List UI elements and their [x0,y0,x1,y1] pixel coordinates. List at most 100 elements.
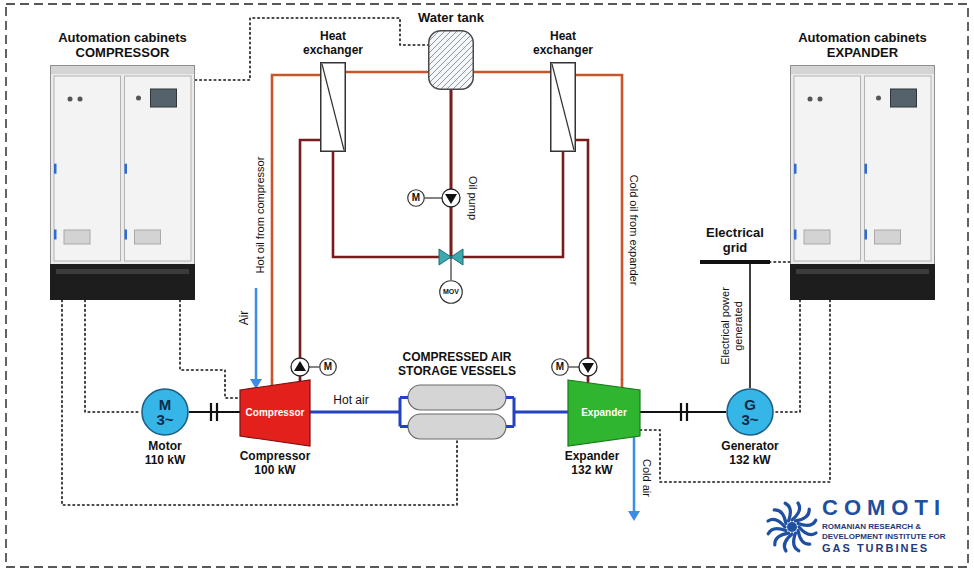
water-tank-part [429,31,474,90]
node-heading: Automation cabinets EXPANDER [785,31,940,61]
automation-cabinet-part [135,230,161,244]
expander-oil-pump-symbol-part [579,358,597,376]
label-holder: Oil pump [467,176,480,220]
node-heading: Automation cabinets COMPRESSOR [45,31,200,61]
expander-oil-pump-symbol-part [569,366,579,367]
logo-icon-part [792,503,800,520]
text-holder: M [407,189,425,207]
logo-wordmark: COMOTI [822,495,946,520]
label-holder: Hot oil from compressor [254,157,267,274]
compressor-oil-pump-symbol-part [291,358,309,376]
node-heading: Compressor 100 kW [234,450,316,478]
node-label: M [324,361,332,373]
electric-motor-part [142,389,188,435]
hot-oil-pipe [474,71,550,74]
compressor-oil-pump-symbol-part [294,361,306,371]
automation-cabinet-part [64,230,90,244]
heat-exchanger-outline [320,62,346,152]
expander-oil-pump-symbol-part [582,363,594,373]
expander-oil-pump-symbol [569,358,597,376]
grid-busbar-outline [700,260,770,264]
label-holder: Cold oil from expander [628,175,641,286]
automation-cabinet-part [78,97,83,102]
control-line [774,300,800,412]
air-pipe [522,411,568,414]
automation-cabinet-part [125,230,128,240]
logo-icon-part [787,522,797,532]
air-inlet-arrow [250,288,262,389]
automation-cabinet-part [865,230,868,240]
grid-busbar: Electrical grid [700,260,770,264]
automation-cabinet-part [865,164,868,174]
heat-exchanger-outline [550,62,576,152]
water-tank-outline [428,30,474,90]
generator: G 3~Generator 132 kW [726,388,774,436]
automation-cabinet: Automation cabinets EXPANDER [790,65,935,300]
pump-motor-part [408,190,425,207]
valve-actuator-part [440,281,463,304]
control-line [180,300,240,398]
text-holder: M [551,358,569,376]
power-line [749,264,751,388]
oil-return-pipe [300,140,320,380]
automation-cabinet-part [791,66,935,300]
motor-operated-valve-symbol-part [450,257,451,280]
logo-subtitle: DEVELOPMENT INSTITUTE FOR [822,532,946,541]
logo-icon-part [780,502,795,521]
logo-subtitle: ROMANIAN RESEARCH & [822,522,921,531]
compressor-part [240,380,310,446]
node-heading: COMPRESSED AIR STORAGE VESSELS [387,351,527,379]
automation-cabinet-part [125,76,192,261]
cold-air-outlet-arrow [628,434,640,521]
flow-label: Cold oil from expander [628,175,641,286]
automation-cabinet-part [54,230,57,240]
shaft-coupling-part [211,403,217,421]
label-holder: Air [238,311,252,326]
storage-vessels-outline [392,383,522,441]
oil-return-pipe [451,90,563,257]
pump-motor: M [407,189,425,207]
node-label: M [412,192,420,204]
heat-exchanger-part [551,63,576,152]
control-line [62,300,457,505]
cold-air-outlet-arrow-part [628,511,640,521]
storage-vessels: COMPRESSED AIR STORAGE VESSELS [392,383,522,441]
text-holder: Electrical grid [695,226,775,256]
node-label: M [556,361,564,373]
automation-cabinet-part [68,97,73,102]
hot-oil-pipe [272,75,320,380]
automation-cabinet-part [56,269,189,274]
text-holder: Automation cabinets EXPANDER [785,31,940,61]
node-label: Compressor [246,407,305,419]
heat-exchanger: Heat exchanger [550,62,576,152]
automation-cabinet-part [136,96,141,101]
control-line [770,261,790,263]
flow-label: Cold air [641,459,654,497]
automation-cabinet-part [50,264,195,300]
pump-motor-part [552,359,569,376]
automation-cabinet-part [865,76,932,261]
logo-icon-part [784,534,792,551]
logo-icon-part [799,527,816,535]
compressor: CompressorCompressor 100 kW [240,380,310,446]
node-heading: Heat exchanger [527,30,599,58]
automation-cabinet-part [794,230,797,240]
text-holder: Heat exchanger [527,30,599,58]
node-heading: Generator 132 kW [714,440,786,468]
automation-cabinet-part [151,89,177,107]
oil-pump-symbol-part [442,189,460,207]
flow-label: Hot oil from compressor [254,157,267,274]
text-holder: Generator 132 kW [714,440,786,468]
text-holder: Motor 110 kW [140,440,190,468]
automation-cabinet-part [891,89,917,107]
label-holder: COMOTI [822,495,946,520]
text-holder: M 3~ [141,388,189,436]
frame-border [6,4,968,567]
text-holder: Compressor [240,380,310,446]
grid-busbar-part [700,260,770,264]
part-label: Oil pump [467,176,480,220]
motor-operated-valve-symbol-part [439,249,463,265]
shaft-line [640,411,726,413]
node-label: MOV [443,288,459,296]
control-line [195,18,428,80]
